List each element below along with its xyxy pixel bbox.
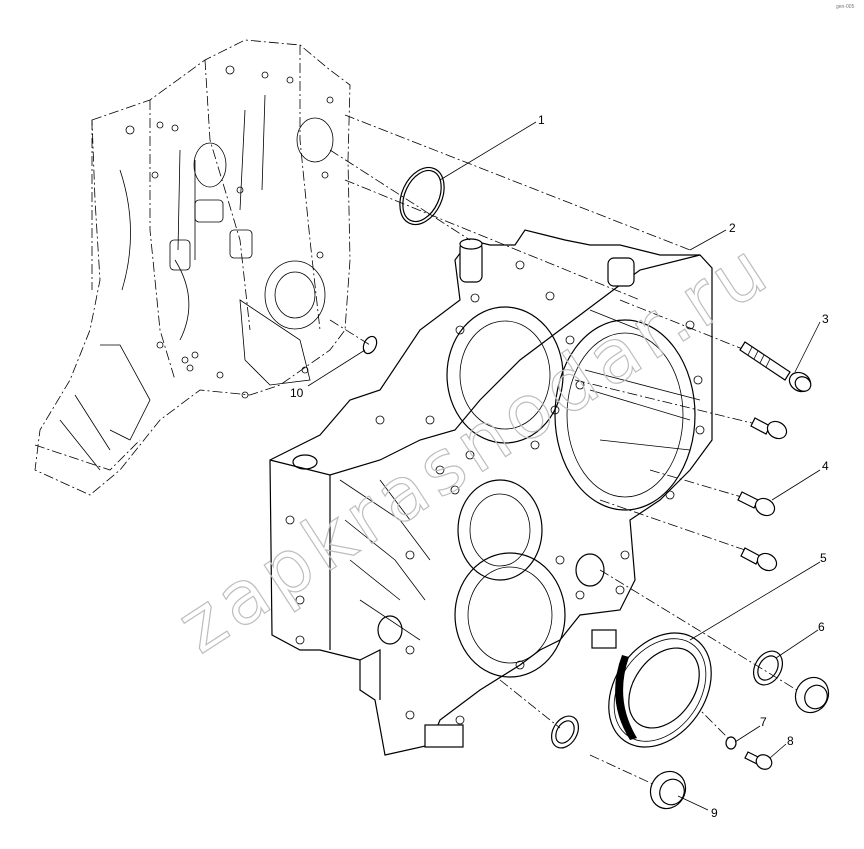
callout-2: 2 [729, 221, 736, 235]
bolt-part-3 [739, 341, 812, 393]
plug-part-9 [649, 770, 687, 810]
washer-part-7 [725, 736, 737, 750]
callout-9: 9 [711, 806, 718, 820]
corner-reference-mark: gen-005 [836, 4, 855, 10]
crankshaft-seal-part-5 [608, 632, 712, 748]
assembly-centerlines [329, 114, 806, 786]
washer-lower [550, 715, 580, 749]
washer-part-6 [752, 650, 784, 686]
callout-1: 1 [538, 113, 545, 127]
callout-8: 8 [787, 734, 794, 748]
gear-case-cover [269, 229, 713, 756]
callout-labels: 1 2 3 4 5 6 7 8 9 10 [290, 113, 829, 820]
bolt-lower [740, 547, 778, 572]
bolt-part-8 [744, 751, 773, 770]
callout-10: 10 [290, 386, 304, 400]
callout-6: 6 [818, 620, 825, 634]
bolt-upper [750, 417, 788, 440]
o-ring-part-1 [399, 166, 445, 226]
callout-5: 5 [820, 551, 827, 565]
leader-lines [307, 121, 821, 811]
callout-4: 4 [822, 459, 829, 473]
engine-block-phantom [34, 39, 351, 496]
plug-upper [794, 676, 830, 714]
callout-3: 3 [822, 312, 829, 326]
callout-7: 7 [760, 715, 767, 729]
bolt-part-4 [737, 491, 776, 517]
o-ring-part-10 [362, 335, 378, 355]
